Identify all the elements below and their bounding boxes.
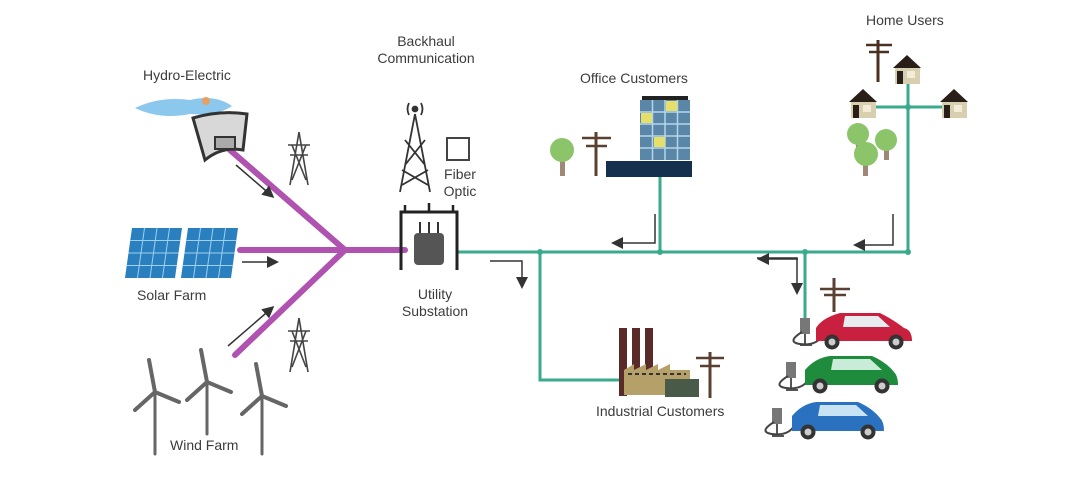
- solar-farm-label: Solar Farm: [137, 287, 207, 303]
- wind-turbine-icon: [133, 348, 288, 456]
- electric-car-icon: [792, 402, 884, 440]
- hydro-arrow: [235, 164, 275, 198]
- substation-label-line2: Substation: [401, 303, 469, 319]
- wind-line: [232, 247, 348, 358]
- junctions: [537, 104, 911, 255]
- backhaul-communication-label: Backhaul Communication: [366, 33, 486, 67]
- tree-icon: [550, 138, 574, 176]
- fiber-label-line1: Fiber: [444, 166, 476, 182]
- wind-arrow: [227, 306, 275, 347]
- house-icon: [940, 89, 968, 118]
- house-icon: [849, 89, 877, 118]
- utility-pole-icon: [582, 132, 611, 176]
- trees-icon: [847, 123, 897, 176]
- industrial-customers-label: Industrial Customers: [596, 403, 725, 419]
- utility-pole-icon: [820, 278, 850, 312]
- substation-label-line1: Utility: [417, 286, 453, 302]
- industrial-arrow: [490, 260, 528, 289]
- distribution-arrows: [490, 214, 894, 295]
- office-building-icon: [606, 96, 692, 177]
- utility-pole-icon: [866, 40, 892, 82]
- ev-charger-icon: [764, 408, 795, 437]
- ev-charger-icon: [778, 362, 809, 391]
- house-icon: [893, 55, 921, 84]
- industrial-feeder: [538, 252, 625, 382]
- wind-farm-label: Wind Farm: [170, 437, 239, 453]
- electric-car-icon: [816, 313, 912, 350]
- ev-arrow: [757, 257, 803, 295]
- solar-panel-icon: [124, 228, 238, 278]
- home-arrow: [853, 214, 894, 251]
- generation-lines: [227, 147, 408, 358]
- home-users-label: Home Users: [866, 12, 944, 28]
- pylon-icon: [288, 317, 310, 373]
- backhaul-label-line1: Backhaul: [397, 33, 455, 49]
- backhaul-label-line2: Communication: [377, 50, 475, 66]
- electric-car-icon: [805, 356, 898, 394]
- utility-pole-icon: [696, 352, 724, 398]
- generation-arrows: [227, 164, 279, 347]
- fiber-label-line2: Optic: [443, 183, 477, 199]
- fiber-optic-label: Fiber Optic: [440, 166, 480, 200]
- pylon-icon: [288, 131, 310, 186]
- transformer-icon: [399, 203, 459, 270]
- office-customers-label: Office Customers: [580, 70, 688, 86]
- hydro-line: [227, 147, 348, 253]
- factory-icon: [619, 328, 699, 397]
- hydro-electric-label: Hydro-Electric: [143, 67, 231, 83]
- fiber-optic-icon: [446, 137, 470, 161]
- radio-tower-icon: [399, 102, 431, 193]
- office-arrow: [611, 214, 656, 249]
- utility-substation-label: Utility Substation: [395, 286, 475, 320]
- hydro-electric-icon: [135, 97, 249, 163]
